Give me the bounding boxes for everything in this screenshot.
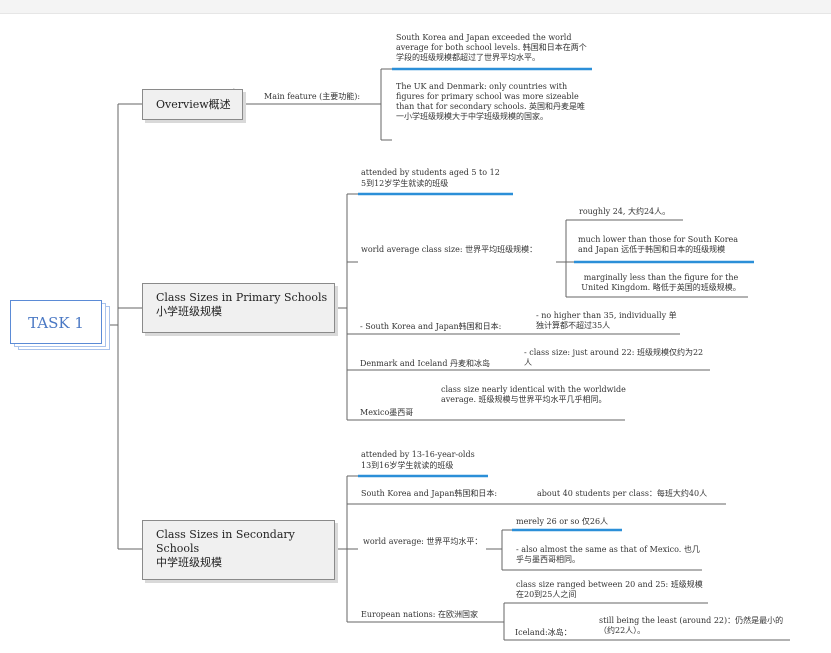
secondary-iceland-note: still being the least (around 22)：仍然是最小的… <box>599 616 784 635</box>
main-feature-label: Main feature (主要功能): <box>264 92 361 101</box>
overview-note-1: South Korea and Japan exceeded the world… <box>396 33 587 62</box>
root-node[interactable]: TASK 1 <box>10 300 102 344</box>
primary-mexico-note: class size nearly identical with the wor… <box>441 385 626 404</box>
secondary-label-en: Class Sizes in Secondary Schools <box>156 528 295 555</box>
primary-denmark-note: - class size: just around 22: 班级规模仅约为22人 <box>524 348 704 367</box>
primary-attended-zh: 5到12岁学生就读的班级 <box>361 179 449 188</box>
secondary-schools-node[interactable]: Class Sizes in Secondary Schools 中学班级规模 <box>142 520 335 580</box>
secondary-label-zh: 中学班级规模 <box>156 556 222 569</box>
secondary-european-nations: European nations: 在欧洲国家 <box>361 610 478 619</box>
primary-world-avg-item-1: roughly 24, 大约24人。 <box>579 207 671 216</box>
secondary-attended-zh: 13到16岁学生就读的班级 <box>361 461 454 470</box>
root-label: TASK 1 <box>28 314 84 332</box>
overview-node[interactable]: Overview概述 <box>142 89 243 120</box>
overview-note-2: The UK and Denmark: only countries with … <box>396 82 586 121</box>
secondary-iceland: Iceland:冰岛： <box>515 628 572 637</box>
window-top-bar <box>0 0 831 14</box>
secondary-world-average: world average: 世界平均水平： <box>363 537 483 546</box>
primary-schools-node[interactable]: Class Sizes in Primary Schools 小学班级规模 <box>142 283 335 333</box>
secondary-world-avg-item-2: - also almost the same as that of Mexico… <box>516 545 700 564</box>
primary-label-en: Class Sizes in Primary Schools <box>156 291 328 304</box>
secondary-attended-en: attended by 13-16-year-olds <box>361 450 475 459</box>
primary-world-avg-item-3: marginally less than the figure for the … <box>581 273 741 292</box>
primary-mexico: Mexico墨西哥 <box>360 408 414 417</box>
secondary-world-avg-item-1: merely 26 or so 仅26人 <box>516 517 609 526</box>
primary-korea-japan: - South Korea and Japan韩国和日本: <box>360 322 502 331</box>
secondary-korea-japan: South Korea and Japan韩国和日本: <box>361 489 498 498</box>
primary-attended-en: attended by students aged 5 to 12 <box>361 168 500 177</box>
primary-world-average: world average class size: 世界平均班级规模： <box>361 245 538 254</box>
primary-world-avg-item-2: much lower than those for South Korea an… <box>578 235 739 254</box>
overview-label: Overview概述 <box>156 98 231 111</box>
primary-korea-note: - no higher than 35, individually 单独计算都不… <box>536 311 677 330</box>
secondary-europe-note: class size ranged between 20 and 25: 班级规… <box>516 580 703 599</box>
primary-denmark-iceland: Denmark and Iceland 丹麦和冰岛 <box>360 359 490 368</box>
primary-label-zh: 小学班级规模 <box>156 305 222 318</box>
secondary-korea-note: about 40 students per class：每班大约40人 <box>537 489 708 498</box>
